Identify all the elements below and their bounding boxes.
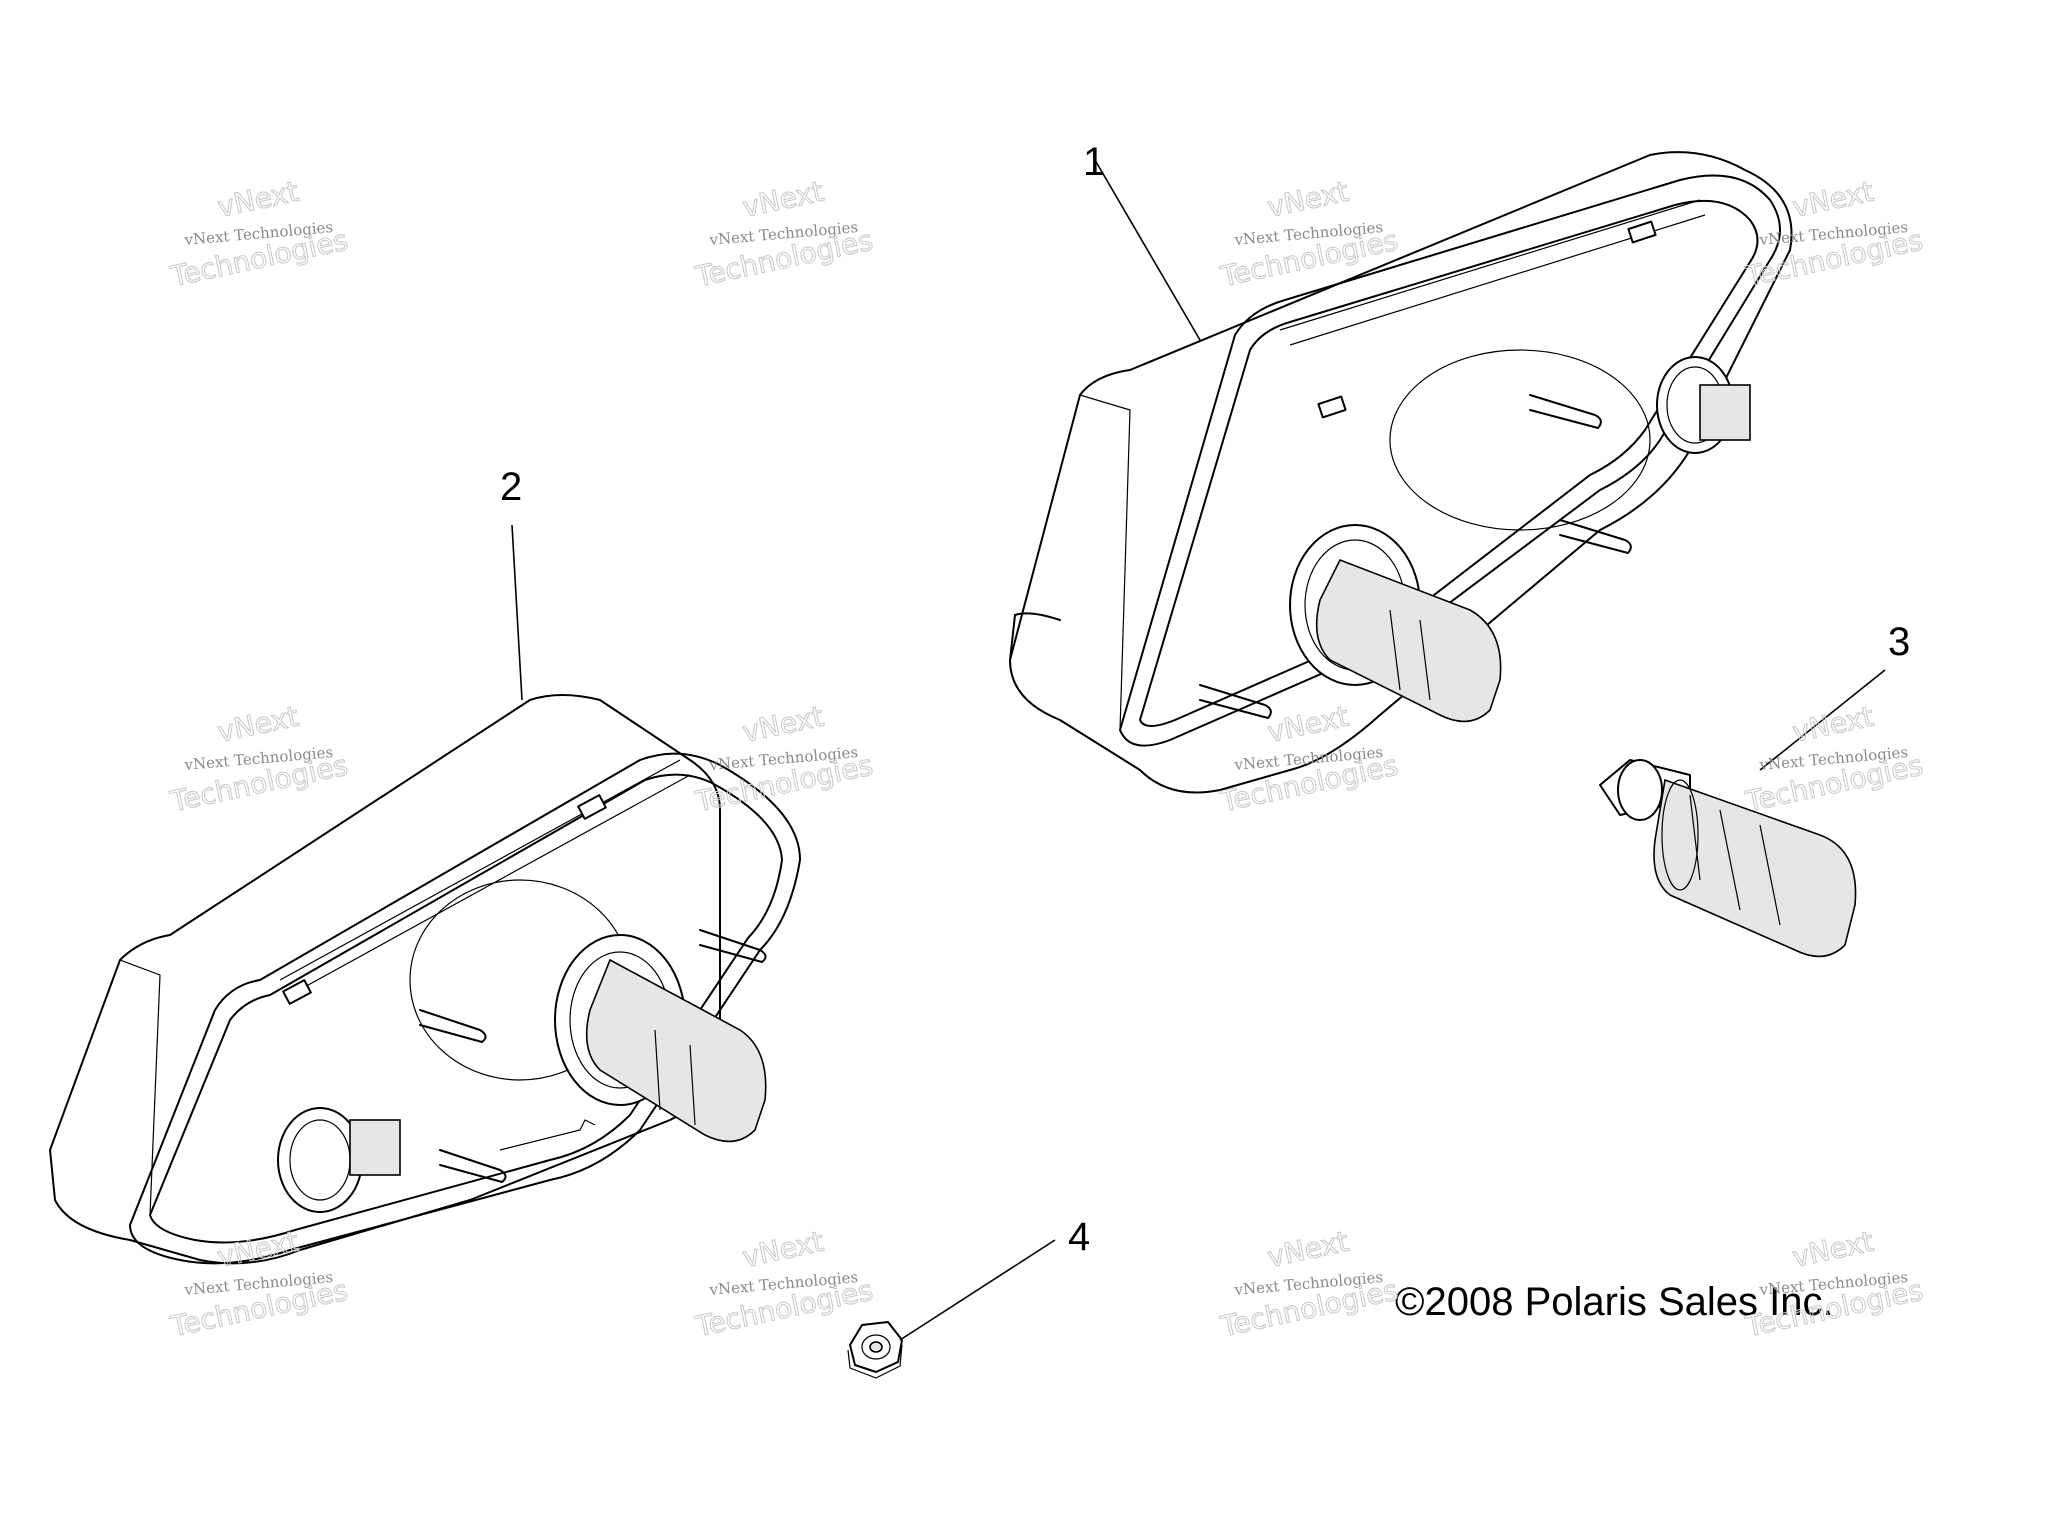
watermark-6: vNext vNext Technologies Technologies bbox=[691, 699, 876, 819]
leader-line-4 bbox=[899, 1239, 1056, 1341]
watermark-8: vNext vNext Technologies Technologies bbox=[1741, 699, 1926, 819]
leader-line-1 bbox=[1094, 159, 1201, 341]
svg-text:vNext: vNext bbox=[740, 1225, 827, 1274]
callout-1: 1 bbox=[1083, 140, 1105, 184]
svg-text:vNext: vNext bbox=[740, 175, 827, 224]
svg-text:vNext: vNext bbox=[1265, 1225, 1352, 1274]
callout-2: 2 bbox=[500, 465, 522, 509]
svg-text:vNext: vNext bbox=[215, 700, 302, 749]
tail-light-assembly-2-icon bbox=[49, 694, 801, 1265]
watermark-2: vNext vNext Technologies Technologies bbox=[691, 174, 876, 294]
watermark-12: vNext vNext Technologies Technologies bbox=[1741, 1224, 1926, 1344]
watermark-5: vNext vNext Technologies Technologies bbox=[166, 699, 351, 819]
leader-line-2 bbox=[511, 524, 523, 701]
svg-text:vNext: vNext bbox=[1790, 175, 1877, 224]
callout-3: 3 bbox=[1888, 620, 1910, 664]
tail-light-assembly-1-icon bbox=[1009, 151, 1793, 794]
watermark-10: vNext vNext Technologies Technologies bbox=[691, 1224, 876, 1344]
svg-text:vNext: vNext bbox=[740, 700, 827, 749]
bulb-socket-3-icon bbox=[1599, 759, 1857, 958]
svg-text:vNext: vNext bbox=[1790, 1225, 1877, 1274]
leader-line-3 bbox=[1759, 669, 1886, 771]
watermark-11: vNext vNext Technologies Technologies bbox=[1216, 1224, 1401, 1344]
watermark-3: vNext vNext Technologies Technologies bbox=[1216, 174, 1401, 294]
svg-text:vNext: vNext bbox=[1790, 700, 1877, 749]
svg-text:vNext: vNext bbox=[215, 175, 302, 224]
flange-nut-4-icon bbox=[847, 1321, 903, 1379]
copyright-text: ©2008 Polaris Sales Inc. bbox=[1395, 1280, 1834, 1324]
watermark-1: vNext vNext Technologies Technologies bbox=[166, 174, 351, 294]
svg-text:vNext: vNext bbox=[1265, 175, 1352, 224]
callout-4: 4 bbox=[1068, 1215, 1090, 1259]
